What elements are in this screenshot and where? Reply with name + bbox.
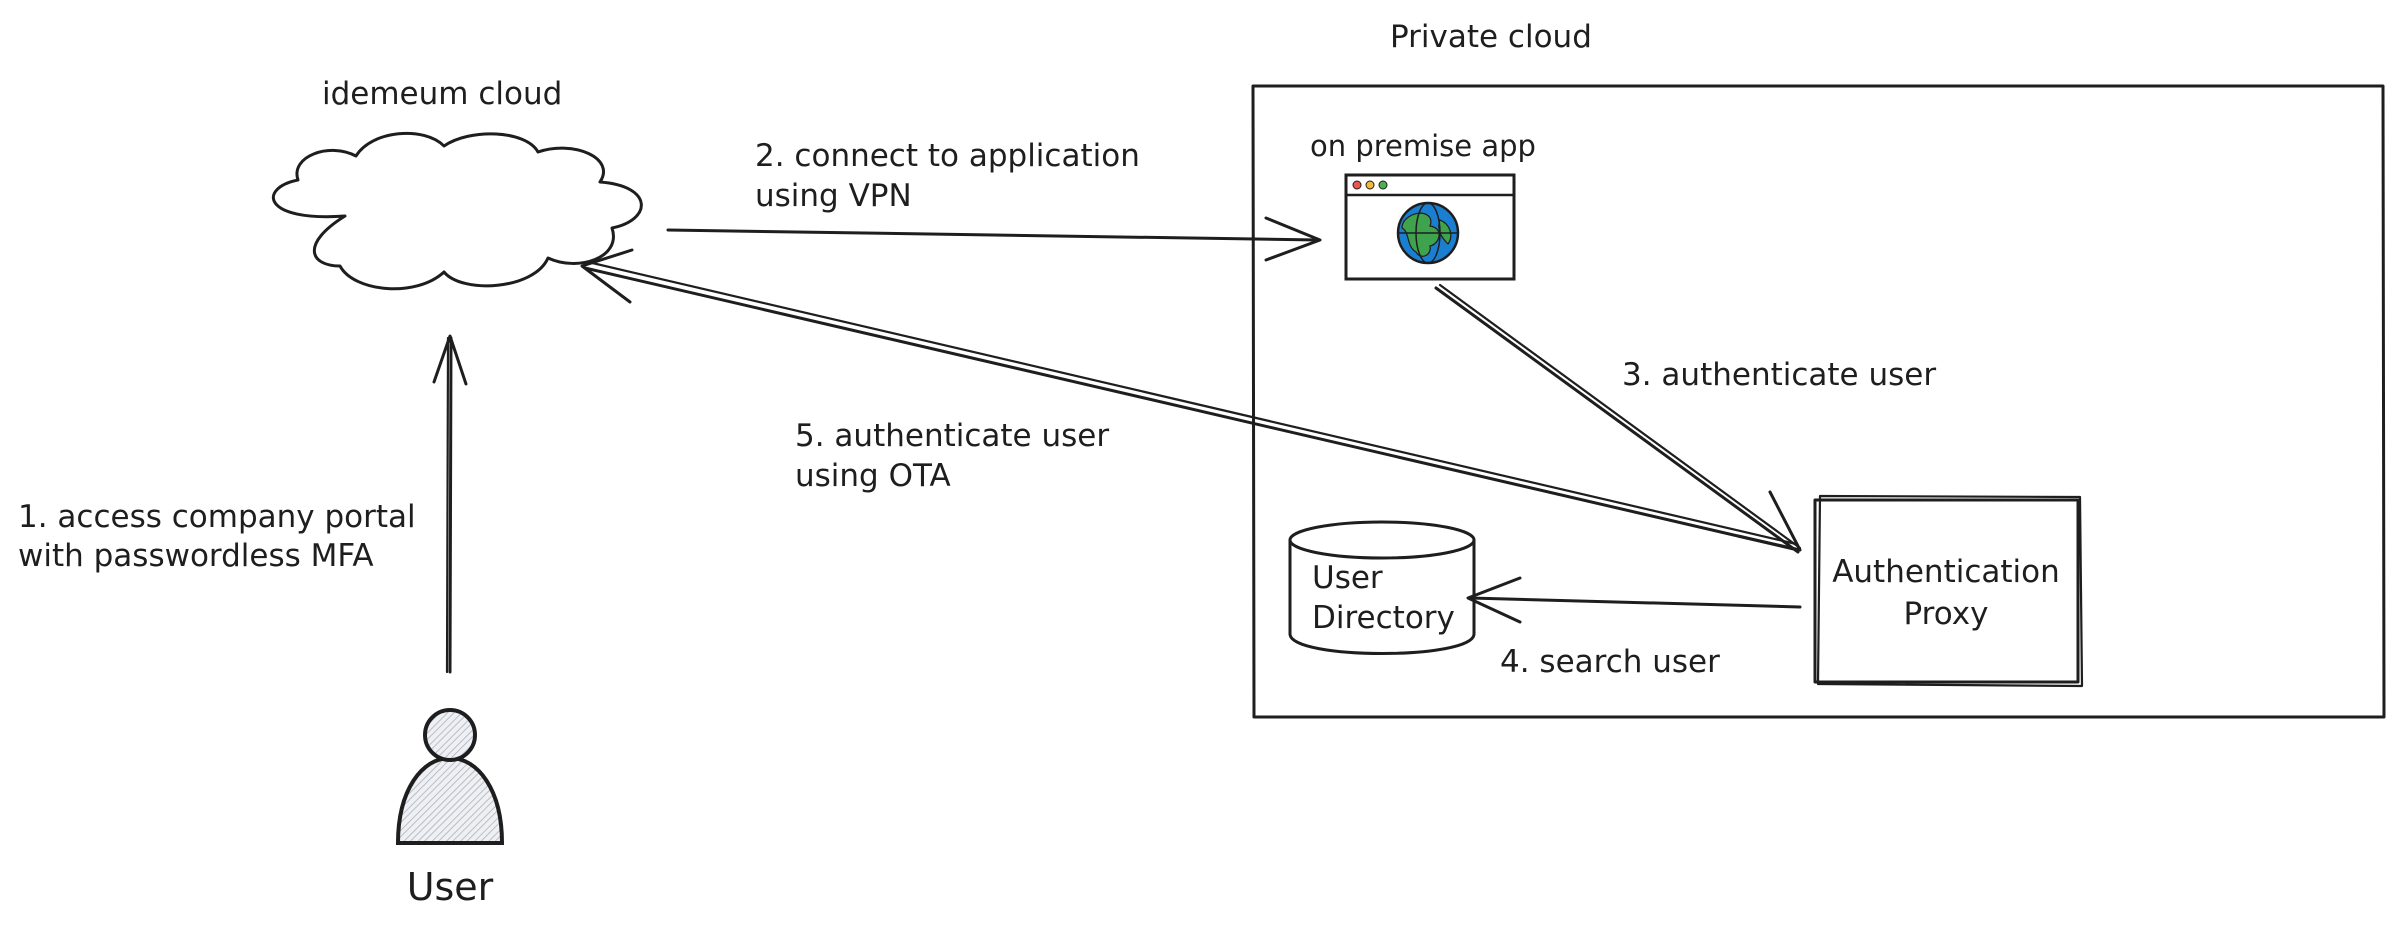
step4-label: 4. search user	[1500, 644, 1720, 680]
user-directory-label-line1: User	[1312, 560, 1383, 596]
private-cloud-title: Private cloud	[1390, 19, 1592, 55]
window-minimize-dot	[1365, 180, 1375, 190]
idemeum-cloud-title: idemeum cloud	[322, 76, 562, 112]
arrow-step1	[432, 334, 468, 674]
browser-window-icon	[1344, 173, 1516, 281]
step2-label-line1: 2. connect to application	[755, 138, 1140, 174]
step1-label-line2: with passwordless MFA	[18, 538, 374, 574]
arrow-step3	[1434, 283, 1802, 554]
step5-label-line2: using OTA	[795, 458, 951, 494]
user-directory-label-line2: Directory	[1312, 600, 1455, 636]
step3-label: 3. authenticate user	[1622, 357, 1936, 393]
arrow-step5	[580, 248, 1800, 552]
private-cloud-boundary	[1251, 84, 2386, 719]
step2-label-line2: using VPN	[755, 178, 912, 214]
authentication-proxy-box	[1813, 494, 2084, 688]
step1-label-line1: 1. access company portal	[18, 499, 416, 535]
window-close-dot	[1352, 180, 1362, 190]
database-icon	[1288, 520, 1476, 655]
cloud-icon	[271, 131, 643, 291]
user-label: User	[407, 865, 494, 909]
on-premise-app-label: on premise app	[1310, 129, 1536, 163]
authentication-proxy-label-line1: Authentication	[1832, 554, 2060, 590]
arrow-step4	[1466, 576, 1802, 624]
window-maximize-dot	[1378, 180, 1388, 190]
globe-icon	[1396, 201, 1460, 265]
arrow-step2	[666, 216, 1322, 262]
step5-label-line1: 5. authenticate user	[795, 418, 1109, 454]
authentication-proxy-label-line2: Proxy	[1904, 596, 1989, 632]
user-icon	[395, 708, 505, 845]
